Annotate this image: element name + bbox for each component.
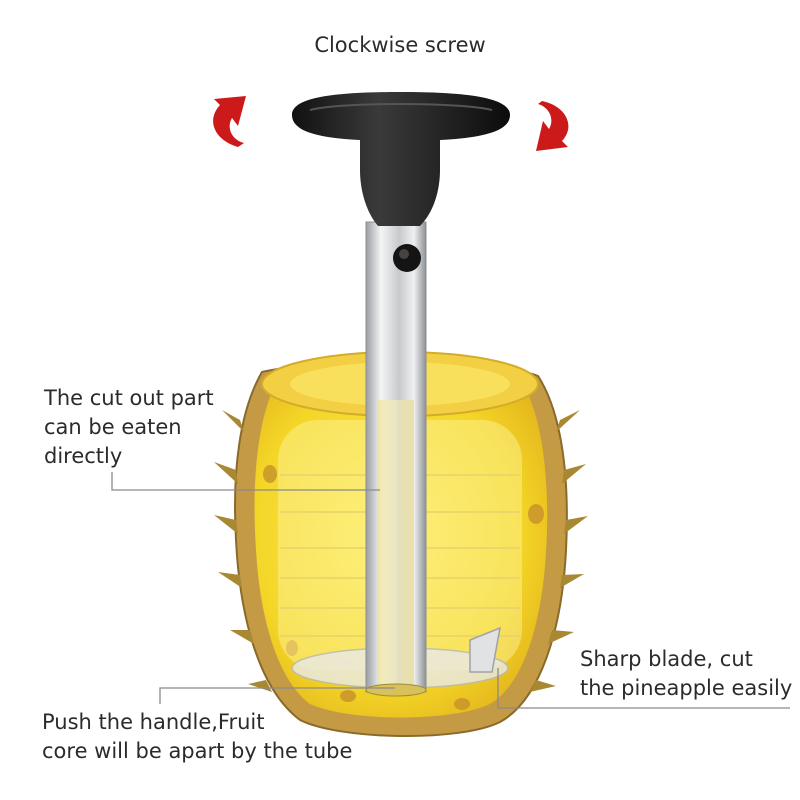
tube-bottom bbox=[365, 683, 427, 697]
leader-sharp-blade bbox=[497, 668, 790, 709]
leader-cut-out-part bbox=[111, 472, 380, 491]
annotation-line: directly bbox=[44, 444, 123, 468]
annotation-leaders bbox=[111, 472, 790, 709]
title-clockwise-screw: Clockwise screw bbox=[314, 33, 486, 57]
t-handle bbox=[292, 92, 510, 226]
rotation-arrow-right-icon bbox=[536, 101, 569, 151]
pineapple-spikes bbox=[214, 410, 588, 692]
annotation-line: can be eaten bbox=[44, 415, 182, 439]
rotation-arrow-left-icon bbox=[213, 96, 246, 147]
annotation-line: Sharp blade, cut bbox=[580, 647, 753, 671]
handle-highlight bbox=[309, 103, 493, 111]
annotation-line: Push the handle,Fruit bbox=[42, 710, 265, 734]
annotation-line: the pineapple easily bbox=[580, 676, 793, 700]
annotation-push-handle: Push the handle,Fruit core will be apart… bbox=[42, 708, 352, 766]
leader-push-handle bbox=[159, 687, 395, 704]
annotation-line: core will be apart by the tube bbox=[42, 739, 353, 763]
annotation-cut-out-part: The cut out part can be eaten directly bbox=[44, 384, 214, 471]
release-button-highlight bbox=[399, 249, 409, 259]
tube-inner-core bbox=[378, 400, 414, 690]
pineapple-eyes bbox=[263, 465, 544, 710]
annotation-line: The cut out part bbox=[44, 386, 214, 410]
annotation-sharp-blade: Sharp blade, cut the pineapple easily bbox=[580, 645, 792, 703]
